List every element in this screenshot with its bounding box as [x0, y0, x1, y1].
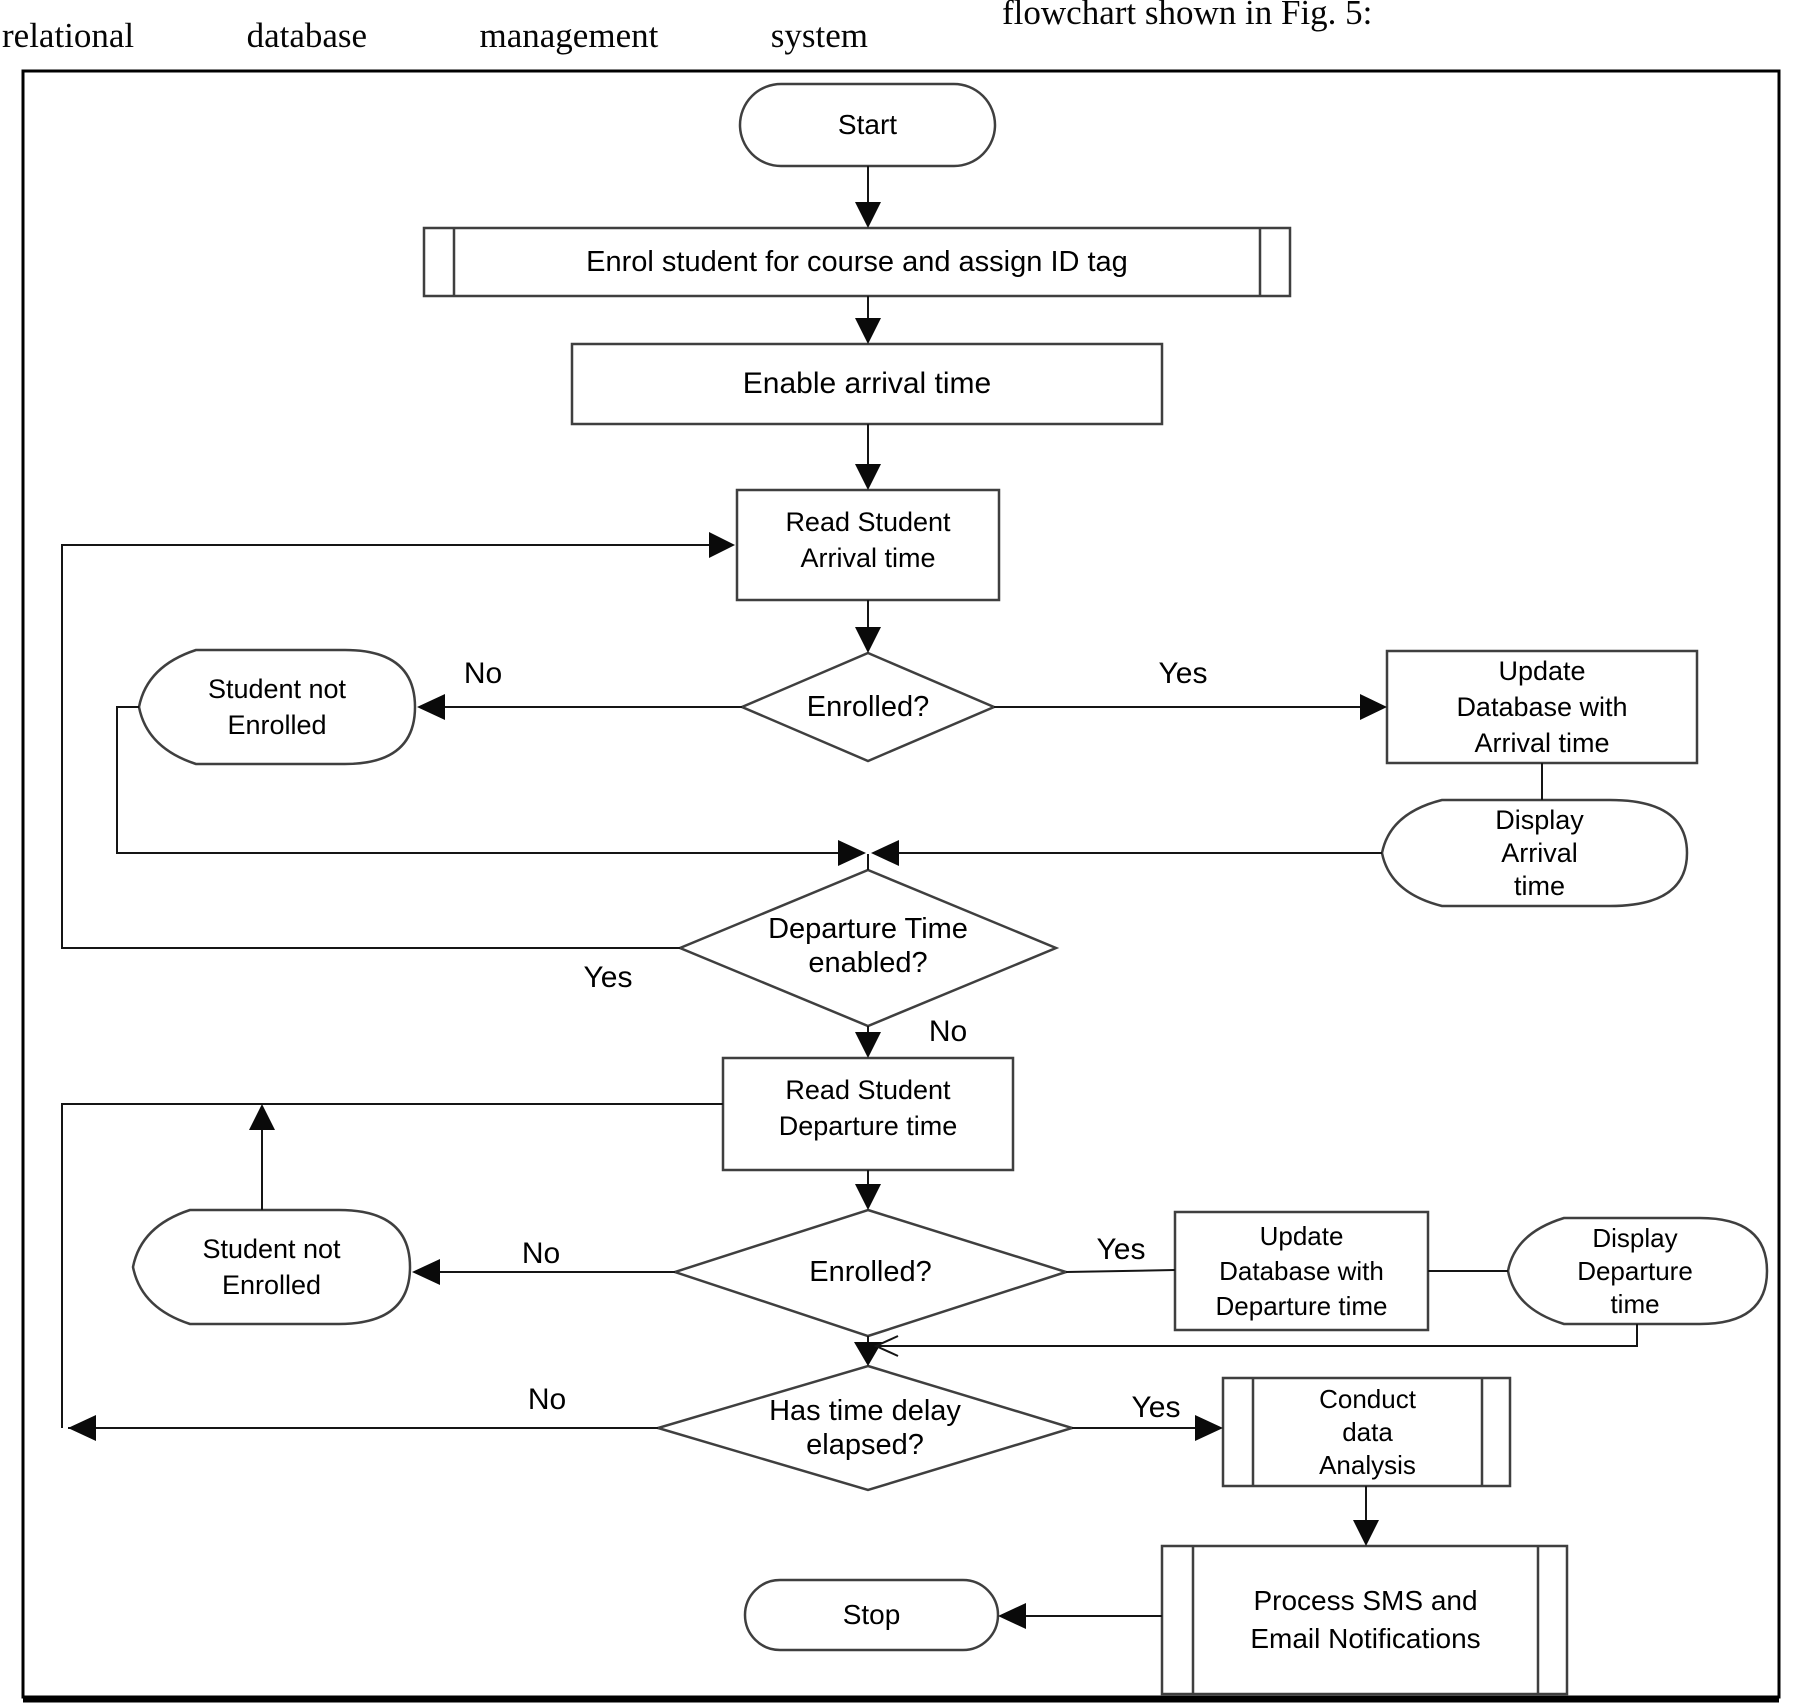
arrowhead-feedback-chevron: [873, 1335, 899, 1357]
node-conduct-analysis: [1221, 1376, 1512, 1488]
arrowhead-into-process: [1353, 1520, 1379, 1546]
node-start: [738, 82, 997, 168]
node-process-sms: [1160, 1544, 1569, 1696]
body-text-word: management: [479, 16, 659, 55]
edge-not-enrolled1-to-junction: [116, 706, 864, 854]
arrowhead-into-read-arrival-left: [709, 532, 735, 558]
node-has-delay: [653, 1364, 1077, 1492]
arrowhead-into-enrolled1: [855, 627, 881, 653]
arrowhead-into-update-arrival: [1360, 694, 1387, 720]
arrowhead-delay-no-corner: [68, 1415, 96, 1441]
body-text-word: database: [246, 16, 368, 55]
body-text-line: relational database management system: [2, 16, 868, 56]
arrowhead-into-enrolled2: [855, 1184, 881, 1210]
node-display-arrival: [1380, 798, 1689, 908]
body-text-word: system: [770, 16, 868, 55]
arrowhead-into-not-enrolled1: [417, 694, 445, 720]
arrowhead-into-enable: [855, 318, 881, 344]
arrowhead-into-read-arrival-down: [855, 464, 881, 490]
arrowhead-junction-left: [871, 840, 899, 866]
node-student-not-enrolled-2: [131, 1208, 412, 1326]
body-text-word: relational: [2, 16, 135, 55]
arrowhead-into-read-departure: [855, 1032, 881, 1058]
node-departure-enabled: [676, 868, 1060, 1028]
edge-delay-no-loop: [61, 1103, 723, 1428]
node-student-not-enrolled-1: [137, 648, 417, 766]
figure-caption: flowchart shown in Fig. 5:: [1002, 0, 1373, 32]
node-enable-arrival: [570, 342, 1164, 426]
edge-enrolled2-yes: [1065, 1269, 1176, 1273]
arrowhead-into-not-enrolled2: [412, 1259, 440, 1285]
node-stop: [743, 1578, 1000, 1652]
node-update-arrival: [1385, 649, 1699, 765]
node-read-departure: [721, 1056, 1015, 1172]
arrowhead-into-conduct: [1195, 1415, 1223, 1441]
node-enrolled-arrival: [738, 651, 998, 763]
node-enrol: [422, 226, 1292, 298]
node-update-departure: [1173, 1210, 1430, 1332]
arrowhead-not-enrolled2-up: [249, 1104, 275, 1130]
node-enrolled-departure: [670, 1208, 1071, 1338]
node-read-arrival: [735, 488, 1001, 602]
arrowhead-junction-right: [838, 840, 866, 866]
edge-display-departure-feedback: [878, 1324, 1638, 1347]
edge-departure-yes-loop: [61, 544, 733, 949]
arrowhead-into-stop: [998, 1603, 1026, 1629]
arrowhead-into-enrol: [855, 202, 881, 228]
node-display-departure: [1506, 1216, 1769, 1326]
arrowhead-into-has-delay: [854, 1342, 882, 1366]
